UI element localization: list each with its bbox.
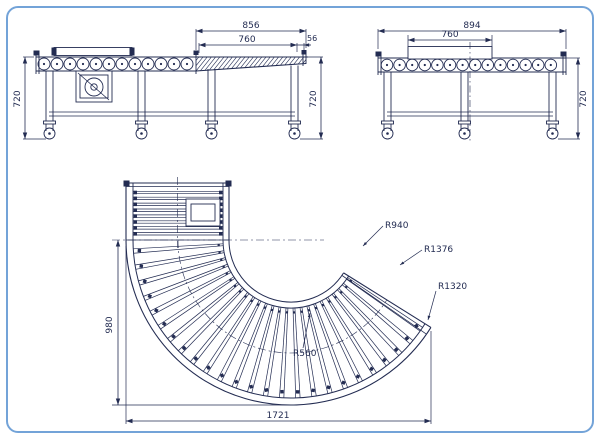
dim-label-720-left: 720 — [13, 90, 23, 107]
dim-label-856: 856 — [242, 21, 259, 31]
radius-label-r1376: R1376 — [424, 245, 453, 255]
dim-label-760-right: 760 — [441, 30, 458, 40]
radius-label-r560: R560 — [293, 349, 317, 359]
drawing-border — [6, 6, 594, 433]
dim-label-894: 894 — [463, 21, 480, 31]
radius-label-r940: R940 — [385, 221, 409, 231]
dim-label-1721: 1721 — [267, 411, 290, 421]
dim-label-720-right: 720 — [579, 90, 589, 107]
dim-label-720-mid: 720 — [309, 90, 319, 107]
dim-label-760-left: 760 — [238, 35, 255, 45]
plan-view-curve — [112, 177, 437, 424]
side-view-left — [22, 28, 324, 140]
radius-label-r1320: R1320 — [438, 282, 467, 292]
dim-label-56: 56 — [307, 34, 317, 43]
dim-label-980: 980 — [105, 316, 115, 333]
side-view-right — [375, 28, 581, 142]
